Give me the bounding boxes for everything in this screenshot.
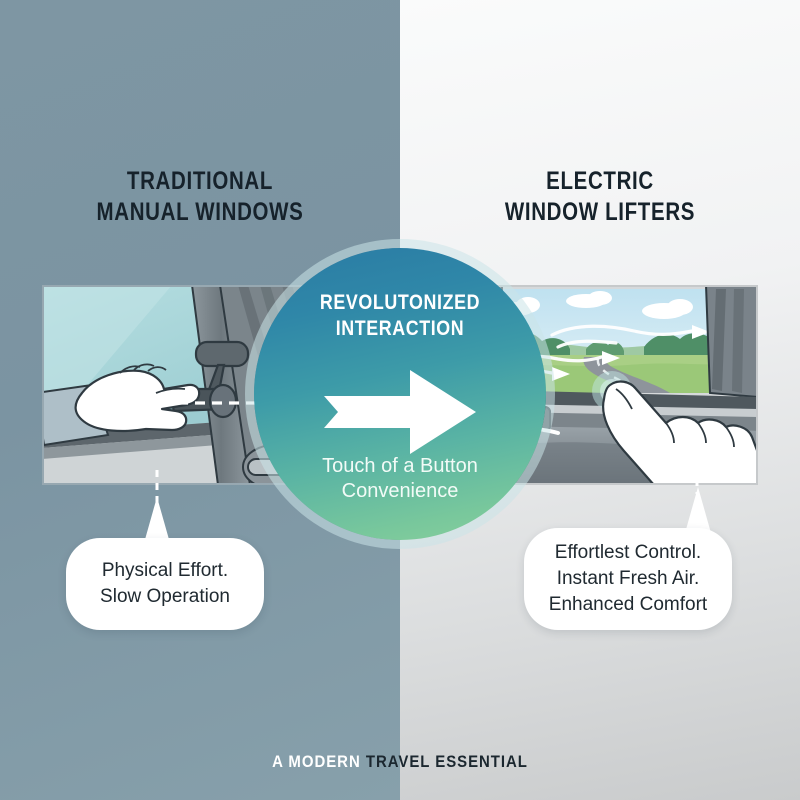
left-callout-bubble: Physical Effort. Slow Operation: [66, 538, 264, 630]
left-section-title: TRADITIONAL MANUAL WINDOWS: [96, 167, 304, 226]
right-arrow-icon: [324, 370, 476, 454]
center-highlight-circle: REVOLUTONIZED INTERACTION Touch of a But…: [254, 248, 546, 540]
footer-tagline: A MODERN TRAVEL ESSENTIAL: [48, 752, 752, 772]
right-callout-bubble: Effortlest Control. Instant Fresh Air. E…: [524, 528, 732, 630]
footer-tagline-part-two: TRAVEL ESSENTIAL: [360, 752, 528, 771]
center-circle-subtitle: Touch of a Button Convenience: [322, 455, 478, 502]
left-callout-tail: [144, 497, 170, 543]
right-callout-text: Effortlest Control. Instant Fresh Air. E…: [548, 542, 708, 615]
left-callout-text: Physical Effort. Slow Operation: [100, 560, 230, 607]
right-callout-dashed-connector: [690, 466, 704, 494]
right-callout-tail: [685, 487, 711, 533]
right-section-title: ELECTRIC WINDOW LIFTERS: [504, 167, 696, 226]
center-circle-title: REVOLUTONIZED INTERACTION: [319, 291, 481, 340]
footer-tagline-part-one: A MODERN: [272, 752, 361, 771]
